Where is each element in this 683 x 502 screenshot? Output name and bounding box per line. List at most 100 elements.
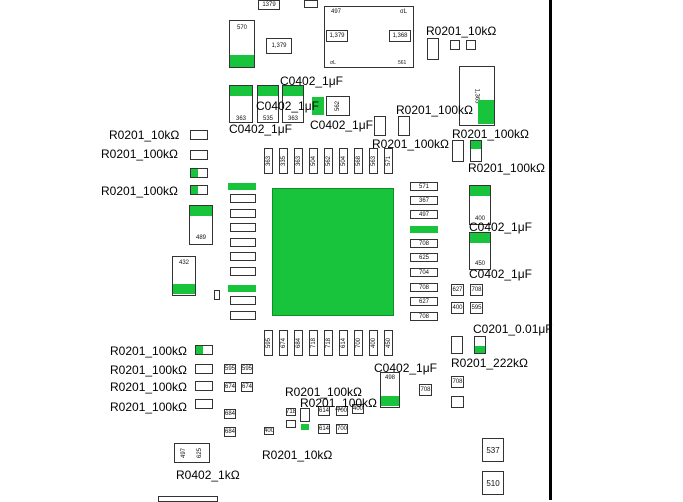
annotation-label: R0201_100kΩ (110, 363, 188, 377)
smd-400-b: 400 (352, 404, 364, 414)
footprint-top-small-a (427, 38, 439, 60)
smd-595-b: 595 (241, 364, 253, 374)
annotation-label: R0201_100kΩ (285, 385, 363, 399)
pin-box-left-4 (230, 238, 256, 247)
footprint-text: 562 (334, 100, 341, 112)
pin-box-left-6 (230, 267, 256, 276)
resistor-bl-3 (195, 381, 213, 391)
pad-resistor-left-3 (191, 169, 198, 177)
smd-700-b: 700 (336, 424, 348, 434)
pin-label: 363 (295, 155, 302, 167)
footprint-text: 561 (398, 60, 407, 66)
pin-box-right-4: 708 (410, 239, 438, 248)
footprint-text: 432 (178, 260, 189, 266)
annotation-label: R0201_100kΩ (110, 400, 188, 414)
resistor-bl-2 (195, 364, 213, 374)
footprint-text: 674 (242, 384, 253, 390)
pin-label: 363 (265, 155, 272, 167)
pin-label: 367 (418, 197, 429, 204)
smd-595-a: 595 (224, 364, 236, 374)
footprint-text: 535 (262, 116, 273, 122)
annotation-label: R0201_10kΩ (262, 448, 333, 462)
smd-708-b: 708 (470, 284, 483, 296)
footprint-text: 595 (225, 366, 236, 372)
pad-432 (173, 284, 195, 294)
pin-label: 674 (280, 337, 287, 349)
pin-label: 708 (418, 313, 429, 320)
annotation-label: R0201_100kΩ (101, 147, 179, 161)
pin-label: 627 (418, 298, 429, 305)
footprint-text: 614 (319, 408, 330, 414)
pin-pad-left-1 (228, 183, 256, 190)
footprint-text: 627 (452, 287, 463, 293)
footprint-text: 450 (474, 261, 485, 267)
footprint-text: 595 (471, 305, 482, 311)
pin-box-bottom-7: 700 (354, 330, 363, 356)
smd-700-a: 700 (336, 406, 348, 416)
pin-box-top-6: 504 (339, 148, 348, 174)
smd-674-b: 674 (241, 382, 253, 392)
main-ic-pad (272, 188, 394, 316)
annotation-label: C0402_1μF (469, 267, 532, 281)
footprint-text: σL (330, 60, 336, 66)
pin-label: 708 (418, 240, 429, 247)
footprint-text: 363 (287, 116, 298, 122)
annotation-label: C0402_1μF (256, 99, 319, 113)
pad-535 (258, 86, 278, 96)
footprint-top-1: 1379 (258, 0, 280, 10)
pin-label: 400 (370, 337, 377, 349)
pin-box-top-9: 571 (384, 148, 393, 174)
pin-box-right-3: 497 (410, 210, 438, 219)
annotation-label: R0201_10kΩ (426, 24, 497, 38)
pin-label: 700 (355, 337, 362, 349)
footprint-498: 510 (482, 471, 504, 495)
pad-smd-small-2 (475, 346, 485, 353)
smd-684-b: 684 (224, 427, 236, 437)
resistor-bl-4 (195, 399, 213, 409)
footprint-text: 684 (225, 411, 236, 417)
pin-label: 497 (418, 211, 429, 218)
footprint-text: 400 (474, 216, 485, 222)
pin-box-top-5: 562 (324, 148, 333, 174)
smd-718-a: 718 (286, 408, 296, 416)
footprint-text: 674 (225, 384, 236, 390)
footprint-562: 562 (326, 96, 350, 116)
pin-box-left-8 (230, 311, 256, 320)
footprint-top-small (304, 0, 318, 8)
pin-label: 625 (418, 254, 429, 261)
smd-400-a: 400 (264, 427, 274, 435)
annotation-label: C0201_0.01μF (473, 322, 553, 336)
pin-box-bottom-3: 684 (294, 330, 303, 356)
pin-box-left-7 (230, 296, 256, 305)
annotation-label: R0201_100kΩ (372, 137, 450, 151)
footprint-text: 497 (181, 447, 188, 459)
pin-box-left-1 (230, 194, 256, 203)
annotation-label: R0201_100kΩ (110, 344, 188, 358)
resistor-left-2 (190, 150, 208, 160)
footprint-small-571b (398, 116, 410, 136)
pin-pad-left-2 (228, 285, 256, 292)
pin-label: 450 (385, 337, 392, 349)
pad-570 (230, 55, 254, 67)
pad-resistor-bl-1 (196, 346, 203, 354)
footprint-top-small-b (450, 40, 460, 50)
footprint-text: 498 (384, 375, 395, 381)
pin-box-top-3: 363 (294, 148, 303, 174)
resistor-left-4 (190, 185, 208, 195)
pin-label: 335 (280, 155, 287, 167)
annotation-label: R0201_100kΩ (452, 127, 530, 141)
pin-label: 504 (310, 155, 317, 167)
footprint-text: 708 (452, 379, 463, 385)
pad-smd-small-bc (301, 424, 309, 430)
pad-562 (312, 97, 324, 115)
pin-label: 684 (295, 337, 302, 349)
pin-label: 595 (265, 337, 272, 349)
smd-684-a: 684 (224, 409, 236, 419)
pin-label: 718 (325, 337, 332, 349)
smd-614-b: 614 (318, 424, 330, 434)
pin-label: 571 (385, 155, 392, 167)
footprint-text: 684 (225, 429, 236, 435)
pin-box-left-3 (230, 223, 256, 232)
footprint-text: 718 (286, 409, 296, 415)
pin-label: 718 (310, 337, 317, 349)
